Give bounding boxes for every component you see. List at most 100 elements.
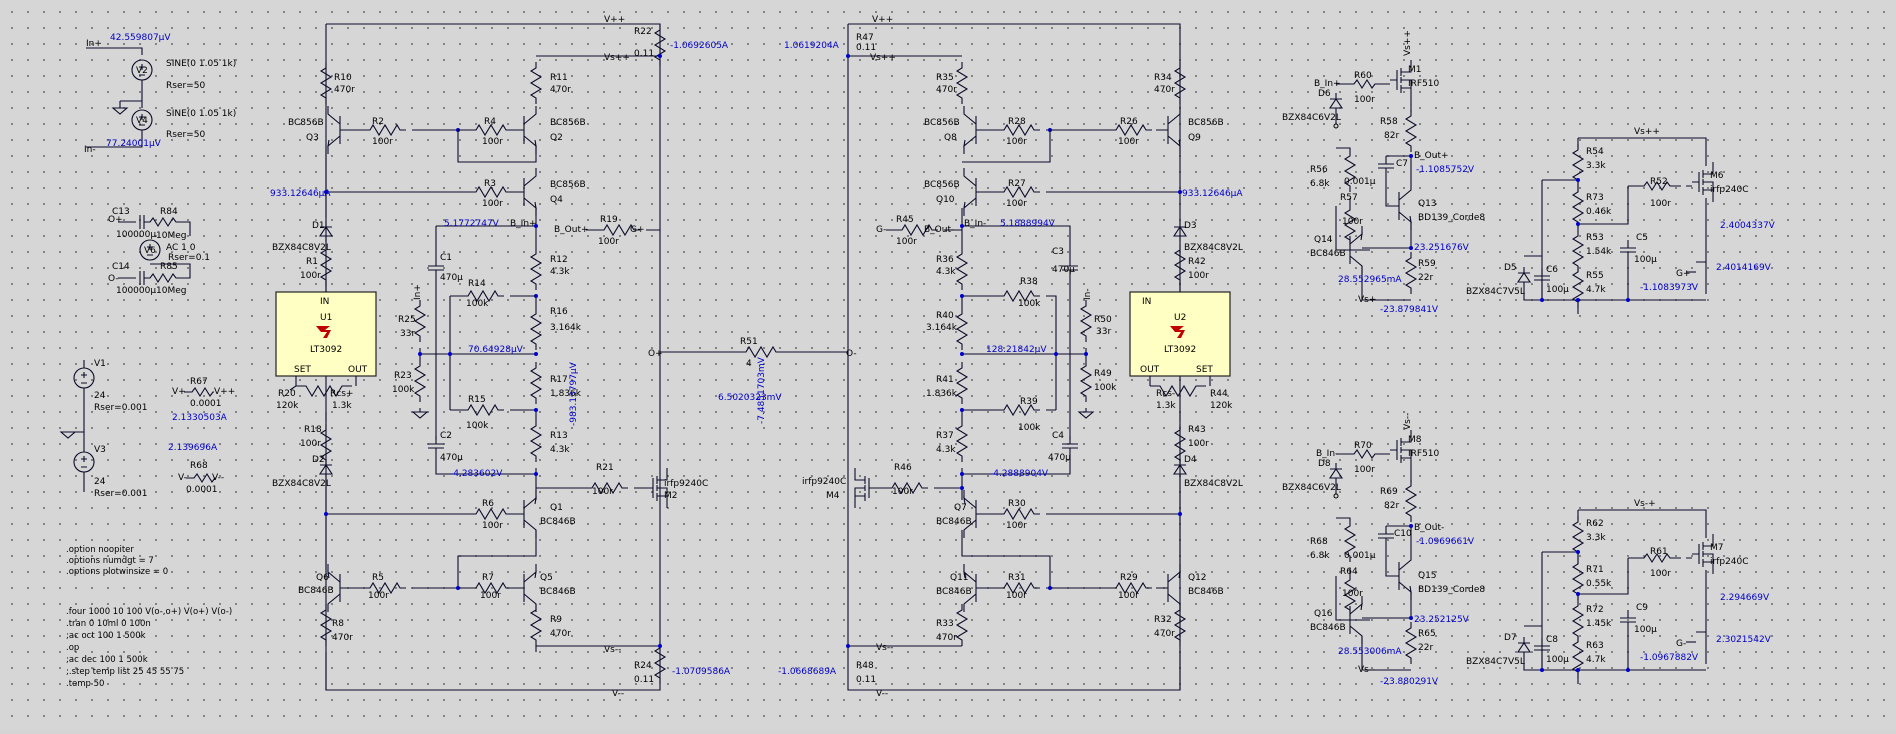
r24-current: -1.0709586A [672, 667, 731, 677]
r18-label: R18 [304, 425, 322, 435]
net-vmm: V-- [612, 689, 624, 699]
d8-type: BZX84C6V2L [1282, 483, 1341, 493]
q14-label: Q14 [1314, 235, 1333, 245]
r13-resistor [530, 419, 542, 463]
q3-transistor [327, 105, 353, 155]
right-amplifier: V++ Vs++ 1.0619204A R47 0.11 -1.0668689A… [778, 15, 1243, 699]
node-voltage: 23.251676V [1414, 243, 1470, 253]
directive-line: .options plotwinsize = 0 [66, 567, 168, 577]
r60-resistor [1350, 78, 1380, 90]
v3-rser: Rser=0.001 [94, 489, 148, 499]
v6-label: V6 [144, 246, 156, 256]
r65-label: R65 [1418, 629, 1436, 639]
q10-label: Q10 [936, 195, 955, 205]
r43-label: R43 [1188, 425, 1206, 435]
r48-label: R48 [856, 661, 874, 671]
r24-label: R24 [634, 661, 652, 671]
r10-label: R10 [334, 73, 352, 83]
vpp-label: V++ [214, 387, 235, 397]
r8-label: R8 [332, 619, 344, 629]
directive-line: .op [66, 643, 79, 653]
q5-transistor [511, 563, 537, 613]
d8-label: D8 [1318, 459, 1331, 469]
m2-type: irfp9240C [664, 479, 708, 489]
r62-label: R62 [1586, 519, 1604, 529]
c1-value: 470µ [440, 273, 463, 283]
v1-rser: Rser=0.001 [94, 403, 148, 413]
driver-plus: Vs++ B_In+ R60 100r M1 IRF510 D6 BZX84C6… [1282, 30, 1776, 315]
u1-set-pin: SET [294, 365, 311, 375]
q7-transistor [963, 489, 989, 539]
q11-type: BC846B [936, 587, 972, 597]
net-in-plus-vertical: In+ [413, 284, 423, 300]
node-voltage: -1.0967882V [1640, 653, 1699, 663]
r49-value: 100k [1094, 383, 1117, 393]
c14-label: C14 [112, 262, 130, 272]
r35-value: 470r [936, 85, 957, 95]
u1-type: LT3092 [310, 345, 342, 355]
d1-type: BZX84C8V2L [272, 243, 331, 253]
d8-diode [1329, 462, 1343, 485]
r25-resistor [414, 299, 426, 343]
r39-label: R39 [1020, 397, 1038, 407]
r51-value: 4 [746, 359, 752, 369]
m7-mosfet [1691, 533, 1714, 575]
r25-value: 33r [400, 329, 415, 339]
q4-current: 933.12646µA [270, 189, 331, 199]
left-amplifier: V++ Vs++ R22 0.11 -1.0692605A Vs-- V-- R… [270, 15, 740, 699]
d6-label: D6 [1318, 89, 1331, 99]
u2-label: U2 [1174, 313, 1186, 323]
r2-resistor [363, 124, 407, 136]
node-voltage: -23.880291V [1380, 677, 1439, 687]
u2-type: LT3092 [1164, 345, 1196, 355]
r47-current: 1.0619204A [784, 41, 840, 51]
r53-value: 1.54k [1586, 247, 1612, 257]
v3-source-icon [73, 451, 95, 473]
r2-value: 100r [372, 137, 393, 147]
r65-resistor [1405, 621, 1417, 665]
r71-label: R71 [1586, 565, 1604, 575]
net-o-plus-amp: O+ [648, 349, 663, 359]
u1-out-pin: OUT [348, 365, 368, 375]
r57-label: R57 [1340, 193, 1358, 203]
r19-label: R19 [600, 215, 618, 225]
m1-type: IRF510 [1408, 79, 1440, 89]
d5-label: D5 [1504, 263, 1517, 273]
directive-line: .temp 50 [66, 679, 104, 689]
r29-label: R29 [1120, 573, 1138, 583]
r17-value: 1.836k [550, 389, 582, 399]
net-g-plus: G+ [630, 225, 645, 235]
c13-value: 100000µ [116, 230, 156, 240]
q4-label: Q4 [550, 195, 563, 205]
r7-value: 100r [480, 591, 501, 601]
net-o-plus: O+ [108, 215, 123, 225]
node-voltage: 2.4014169V [1716, 263, 1772, 273]
r39-value: 100k [1018, 423, 1041, 433]
r48-current: -1.0668689A [778, 667, 837, 677]
in-minus-voltage: 77.24001µV [106, 139, 162, 149]
vmm-label: V-- [212, 473, 224, 483]
net-g-plus: G+ [1676, 269, 1691, 279]
r68-current: 2.139696A [168, 443, 218, 453]
r64-label: R64 [1340, 567, 1358, 577]
r43-value: 100r [1188, 439, 1209, 449]
c5-value: 100µ [1634, 255, 1657, 265]
r69-value: 82r [1384, 501, 1399, 511]
r52-resistor [1640, 180, 1681, 192]
d6-type: BZX84C6V2L [1282, 113, 1341, 123]
c7-capacitor [1377, 155, 1395, 177]
r68-value: 0.0001 [186, 485, 218, 495]
q9-label: Q9 [1188, 133, 1201, 143]
r22-value: 0.11 [634, 49, 654, 59]
m1-label: M1 [1408, 65, 1422, 75]
q8-type: BC856B [924, 118, 960, 128]
q3-label: Q3 [306, 133, 319, 143]
c10-label: C10 [1394, 529, 1412, 539]
q12-type: BC846B [1188, 587, 1224, 597]
r28-value: 100r [1006, 137, 1027, 147]
r12-value: 4.3k [550, 267, 570, 277]
node-voltage: -7.4851703mV [757, 356, 767, 424]
node-voltage: 2.4004337V [1720, 221, 1776, 231]
net-vsmm: Vs-- [604, 645, 621, 655]
c8-label: C8 [1546, 635, 1558, 645]
